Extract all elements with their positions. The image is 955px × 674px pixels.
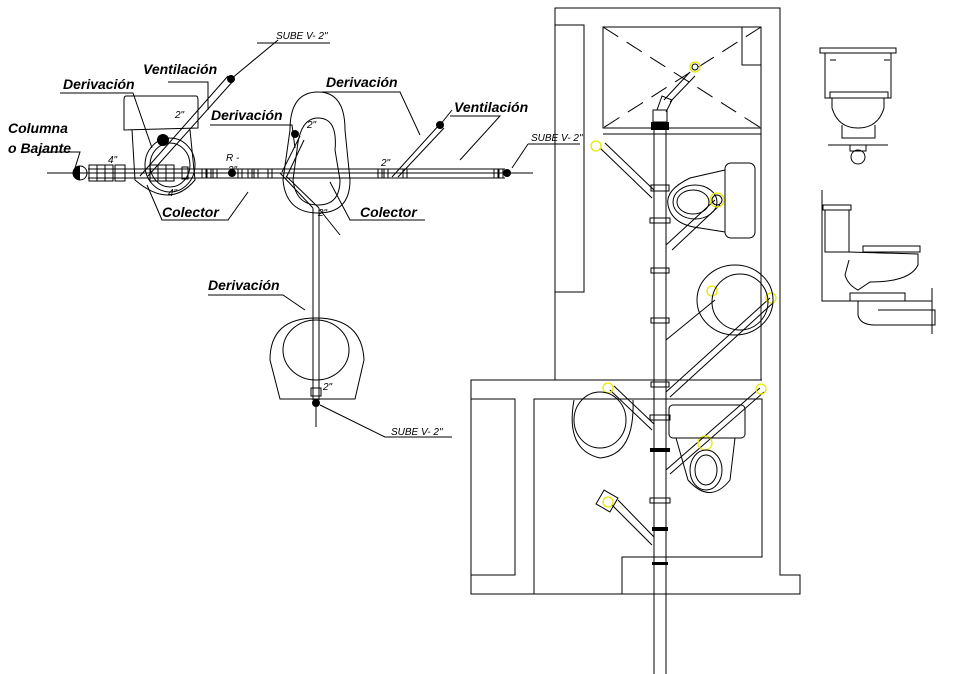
urinal bbox=[282, 91, 351, 214]
right-plan bbox=[470, 7, 801, 674]
vertical-stack bbox=[649, 95, 673, 674]
label-ventilacion: Ventilación bbox=[454, 99, 528, 115]
label-ventilacion: Ventilación bbox=[143, 61, 217, 77]
label-sube: SUBE V- 2" bbox=[276, 31, 328, 42]
label-colector: Colector bbox=[360, 204, 418, 220]
wc-side-elevation bbox=[821, 190, 936, 334]
label-columna: Columna bbox=[8, 120, 68, 136]
dim-label: 2" bbox=[174, 110, 185, 121]
wc-front-elevation bbox=[819, 47, 897, 165]
dim-label: 2" bbox=[322, 382, 333, 393]
wc-bowl bbox=[131, 129, 196, 196]
label-derivacion: Derivación bbox=[211, 107, 283, 123]
dim-label: 2" bbox=[317, 208, 328, 219]
washbasin bbox=[269, 317, 365, 400]
label-derivacion: Derivación bbox=[326, 74, 398, 90]
dim-label: 4" bbox=[168, 188, 178, 199]
left-plan: Columna o Bajante Ventilación Derivación… bbox=[8, 31, 583, 438]
label-sube: SUBE V- 2" bbox=[391, 427, 443, 438]
leader-lines bbox=[40, 81, 580, 438]
label-colector: Colector bbox=[162, 204, 220, 220]
washbasin bbox=[571, 399, 634, 459]
label-bajante: o Bajante bbox=[8, 140, 71, 156]
label-derivacion: Derivación bbox=[63, 76, 135, 92]
fixtures bbox=[571, 162, 774, 493]
label-sube: SUBE V- 2" bbox=[531, 133, 583, 144]
vent-connection bbox=[157, 134, 169, 146]
label-derivacion: Derivación bbox=[208, 277, 280, 293]
dim-label: 2" bbox=[227, 165, 238, 176]
shower bbox=[602, 26, 762, 129]
wc-tank bbox=[668, 404, 746, 439]
urinal bbox=[696, 264, 774, 336]
walls bbox=[470, 7, 801, 595]
dim-label: 2" bbox=[380, 158, 391, 169]
pipe-fittings bbox=[88, 164, 511, 182]
dim-label: R - bbox=[226, 153, 240, 164]
wc-tank bbox=[724, 162, 756, 239]
wc-tank bbox=[123, 95, 199, 131]
dim-label: 2" bbox=[306, 120, 317, 131]
dim-label: 4" bbox=[108, 155, 118, 166]
